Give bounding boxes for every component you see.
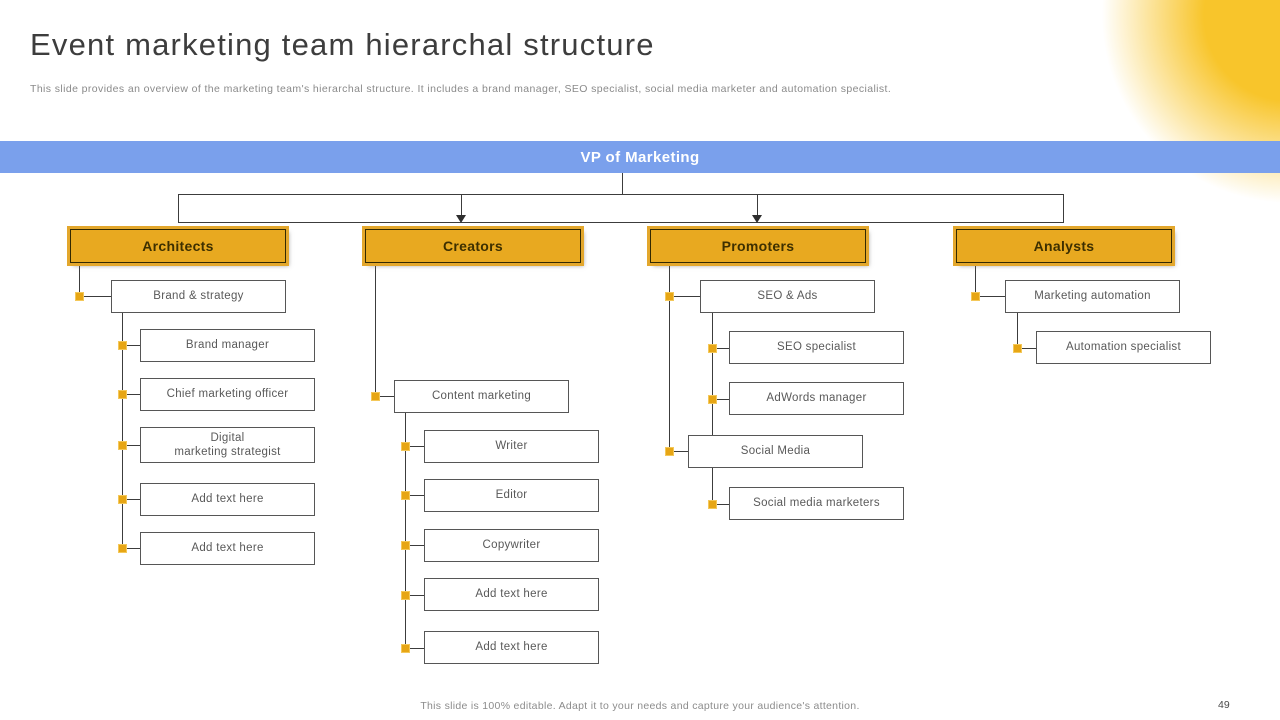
org-box-seo-specialist: SEO specialist xyxy=(729,331,904,364)
org-box-editor: Editor xyxy=(424,479,599,512)
connector-vline xyxy=(622,173,623,194)
connector-hline xyxy=(127,394,140,395)
org-box-brand-manager: Brand manager xyxy=(140,329,315,362)
connector-hline xyxy=(127,548,140,549)
junction-node xyxy=(401,591,410,600)
junction-node xyxy=(1013,344,1022,353)
column-header-analysts: Analysts xyxy=(956,229,1172,263)
connector-hline xyxy=(410,595,424,596)
org-box-social-media: Social Media xyxy=(688,435,863,468)
connector-vline xyxy=(79,263,80,296)
junction-node xyxy=(75,292,84,301)
junction-node xyxy=(118,441,127,450)
junction-node xyxy=(971,292,980,301)
junction-node xyxy=(665,292,674,301)
junction-node xyxy=(708,395,717,404)
footer-note: This slide is 100% editable. Adapt it to… xyxy=(420,700,860,712)
connector-hline xyxy=(127,345,140,346)
connector-hline xyxy=(980,296,1005,297)
org-box-adwords-manager: AdWords manager xyxy=(729,382,904,415)
junction-node xyxy=(371,392,380,401)
connector-vline xyxy=(1017,313,1018,348)
page-title: Event marketing team hierarchal structur… xyxy=(30,27,655,62)
org-box-writer: Writer xyxy=(424,430,599,463)
column-header-creators: Creators xyxy=(365,229,581,263)
connector-hline xyxy=(717,348,729,349)
junction-node xyxy=(665,447,674,456)
org-box-brand-strategy: Brand & strategy xyxy=(111,280,286,313)
connector-vline xyxy=(712,468,713,504)
connector-hline xyxy=(410,648,424,649)
connector-hline xyxy=(674,451,688,452)
connector-vline xyxy=(375,263,376,396)
junction-node xyxy=(118,495,127,504)
connector-hline xyxy=(84,296,111,297)
connector-vline xyxy=(975,263,976,296)
junction-node xyxy=(401,491,410,500)
junction-node xyxy=(118,390,127,399)
connector-hline xyxy=(717,399,729,400)
connector-vline xyxy=(122,313,123,548)
vp-of-marketing-banner: VP of Marketing xyxy=(0,141,1280,173)
connector-vline xyxy=(757,195,758,215)
junction-node xyxy=(708,344,717,353)
page-number: 49 xyxy=(1218,699,1230,711)
page-subtitle: This slide provides an overview of the m… xyxy=(30,83,892,95)
org-box-marketing-automation: Marketing automation xyxy=(1005,280,1180,313)
org-box-copywriter: Copywriter xyxy=(424,529,599,562)
org-box-add-text: Add text here xyxy=(424,631,599,664)
connector-hline xyxy=(717,504,729,505)
connector-hline xyxy=(1022,348,1036,349)
connector-vline xyxy=(669,263,670,451)
org-box-add-text: Add text here xyxy=(140,483,315,516)
arrowhead-down-icon xyxy=(752,215,762,223)
connector-hline xyxy=(380,396,394,397)
junction-node xyxy=(401,644,410,653)
org-box-chief-marketing-officer: Chief marketing officer xyxy=(140,378,315,411)
org-box-add-text: Add text here xyxy=(140,532,315,565)
org-box-seo-ads: SEO & Ads xyxy=(700,280,875,313)
column-header-promoters: Promoters xyxy=(650,229,866,263)
connector-vline xyxy=(405,413,406,648)
arrowhead-down-icon xyxy=(456,215,466,223)
junction-node xyxy=(118,544,127,553)
junction-node xyxy=(401,541,410,550)
vp-banner-label: VP of Marketing xyxy=(580,148,700,166)
connector-hline xyxy=(127,445,140,446)
org-box-social-media-marketers: Social media marketers xyxy=(729,487,904,520)
column-header-architects: Architects xyxy=(70,229,286,263)
connector-vline xyxy=(461,195,462,215)
corner-glow-decoration xyxy=(1100,0,1280,205)
org-box-content-marketing: Content marketing xyxy=(394,380,569,413)
connector-vline xyxy=(712,313,713,435)
connector-hline xyxy=(410,545,424,546)
connector-hline xyxy=(410,495,424,496)
junction-node xyxy=(708,500,717,509)
org-box-add-text: Add text here xyxy=(424,578,599,611)
org-box-automation-specialist: Automation specialist xyxy=(1036,331,1211,364)
bracket-connector xyxy=(178,194,1064,223)
junction-node xyxy=(401,442,410,451)
connector-hline xyxy=(410,446,424,447)
connector-hline xyxy=(674,296,700,297)
connector-hline xyxy=(127,499,140,500)
org-box-digital-marketing-strategist: Digital marketing strategist xyxy=(140,427,315,463)
junction-node xyxy=(118,341,127,350)
